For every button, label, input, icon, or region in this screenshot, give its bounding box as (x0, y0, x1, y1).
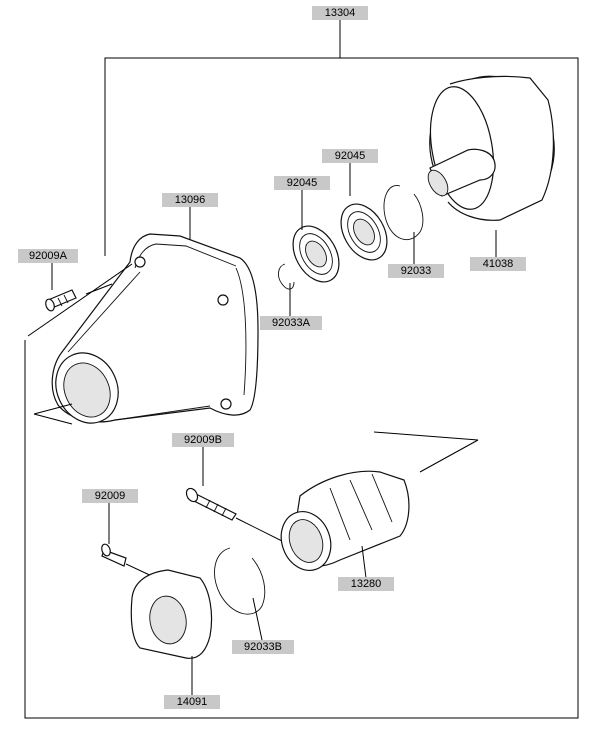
svg-text:92033B: 92033B (244, 641, 282, 653)
snap-ring-a-part[interactable] (278, 263, 295, 290)
label-bolt-a: 92009A (18, 249, 78, 263)
svg-text:13096: 13096 (175, 194, 206, 206)
housing-part[interactable] (45, 233, 259, 433)
svg-text:92009: 92009 (95, 490, 126, 502)
svg-text:92009B: 92009B (184, 434, 222, 446)
svg-text:92045: 92045 (335, 150, 366, 162)
svg-text:92033A: 92033A (272, 317, 311, 329)
svg-text:92045: 92045 (287, 177, 318, 189)
svg-text:13280: 13280 (351, 578, 382, 590)
label-bolt: 92009 (82, 489, 138, 503)
snap-ring-b-part[interactable] (214, 547, 266, 615)
bolt-part[interactable] (100, 543, 157, 579)
bearing-lower-part[interactable] (284, 218, 349, 290)
label-snap-ring-a: 92033A (260, 316, 322, 330)
assembly-frame (24, 20, 579, 719)
svg-text:92009A: 92009A (29, 250, 68, 262)
bearing-upper-part[interactable] (332, 196, 397, 268)
label-housing: 13096 (162, 193, 218, 207)
label-bearing-lower: 92045 (274, 176, 330, 190)
label-cover: 14091 (164, 695, 220, 709)
svg-text:13304: 13304 (325, 7, 356, 19)
label-drum: 41038 (470, 257, 526, 271)
svg-text:41038: 41038 (483, 258, 514, 270)
label-shoe-holder: 13280 (338, 577, 394, 591)
cover-part[interactable] (130, 569, 213, 659)
svg-text:92033: 92033 (401, 265, 432, 277)
svg-text:14091: 14091 (177, 696, 208, 708)
shoe-holder-part[interactable] (273, 470, 410, 577)
leader-lines (27, 162, 497, 695)
snap-ring-part[interactable] (383, 185, 424, 241)
label-assembly: 13304 (312, 6, 368, 20)
label-bolt-b: 92009B (172, 433, 234, 447)
label-bearing-top: 92045 (322, 149, 378, 163)
bolt-b-part[interactable] (184, 486, 291, 546)
drum-part[interactable] (419, 66, 565, 225)
label-snap-ring-b: 92033B (232, 640, 294, 654)
bolt-a-part[interactable] (44, 289, 77, 312)
label-snap-ring: 92033 (388, 264, 444, 278)
